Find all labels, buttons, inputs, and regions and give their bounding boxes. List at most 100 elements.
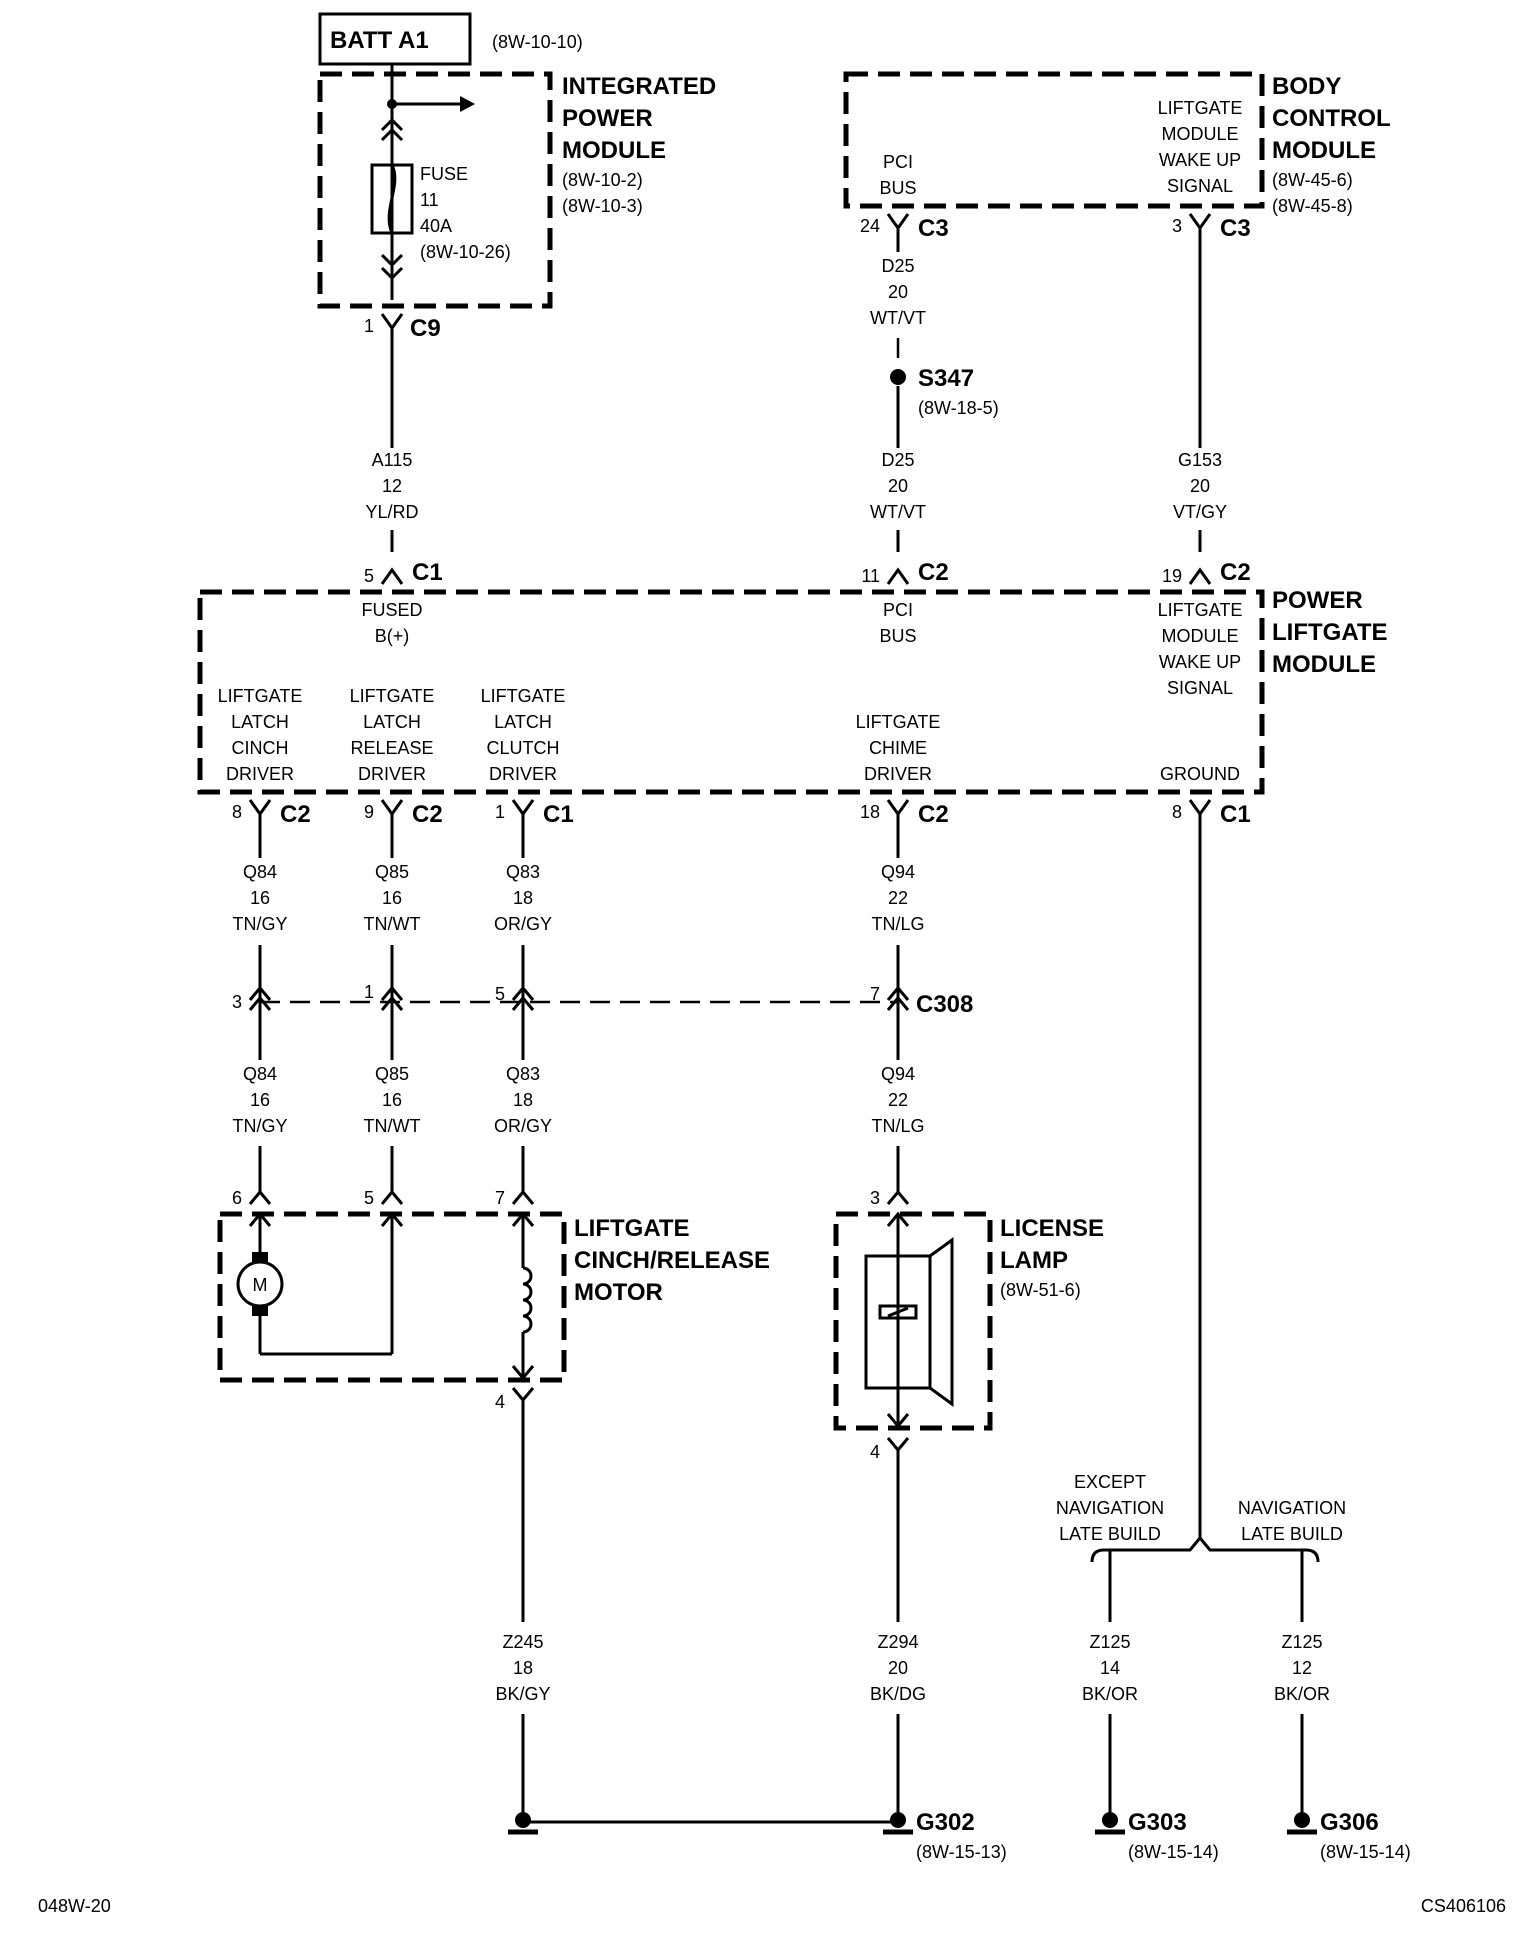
z294-color: BK/DG — [870, 1684, 926, 1704]
z294-gauge: 20 — [888, 1658, 908, 1678]
g306-label: G306 — [1320, 1809, 1379, 1836]
q84-mid-id: Q84 — [243, 862, 277, 882]
motor-pin-6: 6 — [232, 1188, 242, 1208]
d25-bot-gauge: 20 — [888, 476, 908, 496]
plm-clutch-1: LIFTGATE — [481, 686, 566, 706]
plm-pci-2: BUS — [879, 626, 916, 646]
c308-pin-3: 3 — [232, 992, 242, 1012]
g303-ref: (8W-15-14) — [1128, 1842, 1219, 1862]
bcm-wake-4: SIGNAL — [1167, 176, 1233, 196]
ipm-name-1: INTEGRATED — [562, 73, 716, 100]
plm-fused-1: FUSED — [361, 600, 422, 620]
plm-bottom-pin-2: 9 — [364, 802, 374, 822]
g303-ground-icon — [1102, 1812, 1118, 1828]
fuse-label-1: FUSE — [420, 164, 468, 184]
c308-pin-3-icon — [248, 985, 272, 1011]
q94-mid-color: TN/LG — [871, 914, 924, 934]
g306-ref: (8W-15-14) — [1320, 1842, 1411, 1862]
q83-low-id: Q83 — [506, 1064, 540, 1084]
bcm-wake-1: LIFTGATE — [1158, 98, 1243, 118]
z245-id: Z245 — [502, 1632, 543, 1652]
lamp-bulb-icon — [864, 1254, 932, 1390]
q84-low-id: Q84 — [243, 1064, 277, 1084]
a115-id: A115 — [372, 450, 413, 470]
s347-ref: (8W-18-5) — [918, 398, 999, 418]
fuse-label-4: (8W-10-26) — [420, 242, 511, 262]
z125b-color: BK/OR — [1274, 1684, 1330, 1704]
plm-cinch-1: LIFTGATE — [218, 686, 303, 706]
plm-cinch-2: LATCH — [231, 712, 289, 732]
g302-ground-icon — [890, 1812, 906, 1828]
lamp-pin-4: 4 — [870, 1442, 880, 1462]
motor-symbol: M — [253, 1275, 268, 1295]
motor-pin-7: 7 — [495, 1188, 505, 1208]
plm-top-pin-3: 19 — [1162, 566, 1182, 586]
bcm-pci-2: BUS — [879, 178, 916, 198]
plm-clutch-2: LATCH — [494, 712, 552, 732]
q84-mid-gauge: 16 — [250, 888, 270, 908]
fuse-label-3: 40A — [420, 216, 452, 236]
plm-c2-wake-connector-icon — [1188, 567, 1212, 585]
q84-mid-color: TN/GY — [232, 914, 287, 934]
plm-c2-chime-connector-icon — [886, 799, 910, 817]
plm-wake-1: LIFTGATE — [1158, 600, 1243, 620]
plm-release-3: RELEASE — [350, 738, 433, 758]
ipm-ref-1: (8W-10-2) — [562, 170, 643, 190]
batt-ref: (8W-10-10) — [492, 32, 583, 52]
plm-chime-1: LIFTGATE — [856, 712, 941, 732]
z125b-id: Z125 — [1281, 1632, 1322, 1652]
q84-low-gauge: 16 — [250, 1090, 270, 1110]
plm-release-1: LIFTGATE — [350, 686, 435, 706]
plm-bottom-pin-4: 18 — [860, 802, 880, 822]
z245-color: BK/GY — [495, 1684, 550, 1704]
motor-pin-5: 5 — [364, 1188, 374, 1208]
q85-low-gauge: 16 — [382, 1090, 402, 1110]
bcm-name-2: CONTROL — [1272, 105, 1391, 132]
g153-gauge: 20 — [1190, 476, 1210, 496]
footer-page-id: 048W-20 — [38, 1896, 111, 1916]
plm-bottom-pin-5: 8 — [1172, 802, 1182, 822]
plm-bottom-conn-4: C2 — [918, 801, 949, 828]
plm-c1-top-connector-icon — [380, 567, 404, 585]
d25-bot-color: WT/VT — [870, 502, 926, 522]
fuse-label-2: 11 — [420, 190, 439, 210]
motor-pin-4: 4 — [495, 1392, 505, 1412]
d25-top-color: WT/VT — [870, 308, 926, 328]
plm-bottom-conn-3: C1 — [543, 801, 574, 828]
c308-pin-7-icon — [886, 985, 910, 1011]
bcm-wake-2: MODULE — [1161, 124, 1238, 144]
plm-name-2: LIFTGATE — [1272, 619, 1388, 646]
plm-top-conn-1: C1 — [412, 559, 443, 586]
plm-cinch-4: DRIVER — [226, 764, 294, 784]
plm-c2-release-connector-icon — [380, 799, 404, 817]
bcm-wake-3: WAKE UP — [1159, 150, 1241, 170]
g302-ref: (8W-15-13) — [916, 1842, 1007, 1862]
bcm-name-3: MODULE — [1272, 137, 1376, 164]
bcm-ref-1: (8W-45-6) — [1272, 170, 1353, 190]
s347-splice-icon — [890, 369, 906, 385]
lamp-name-2: LAMP — [1000, 1247, 1068, 1274]
c308-pin-5: 5 — [495, 984, 505, 1004]
q85-mid-id: Q85 — [375, 862, 409, 882]
c308-pin-5-icon — [511, 985, 535, 1011]
bcm-ref-2: (8W-45-8) — [1272, 196, 1353, 216]
bcm-name-1: BODY — [1272, 73, 1341, 100]
plm-top-conn-2: C2 — [918, 559, 949, 586]
q85-mid-gauge: 16 — [382, 888, 402, 908]
q94-mid-gauge: 22 — [888, 888, 908, 908]
c308-pin-7: 7 — [870, 984, 880, 1004]
z125b-gauge: 12 — [1292, 1658, 1312, 1678]
plm-bottom-conn-2: C2 — [412, 801, 443, 828]
plm-top-conn-3: C2 — [1220, 559, 1251, 586]
plm-wake-2: MODULE — [1161, 626, 1238, 646]
z125a-id: Z125 — [1089, 1632, 1130, 1652]
ipm-box — [317, 71, 553, 309]
option-nav-2: LATE BUILD — [1241, 1524, 1343, 1544]
plm-pci-1: PCI — [883, 600, 913, 620]
c308-label: C308 — [916, 991, 973, 1018]
plm-fused-2: B(+) — [375, 626, 410, 646]
ground-dot-z245-icon — [515, 1812, 531, 1828]
motor-name-3: MOTOR — [574, 1279, 663, 1306]
lamp-box — [833, 1211, 993, 1431]
